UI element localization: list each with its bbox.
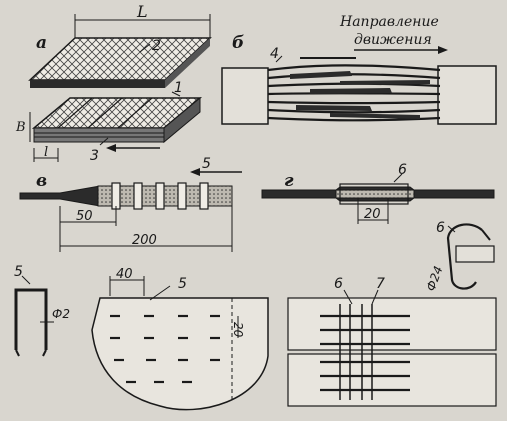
panel-a: L B l 2 1 3 а [15,2,212,164]
direction-line2: движения [354,32,432,48]
direction-line1: Направление [339,14,439,30]
hook-joint-plan: 6 7 [287,276,497,407]
panel-g: г 20 6 [261,162,495,224]
dim-20-g: 20 [364,207,381,222]
upper-plate-edge [30,80,165,88]
dim-phi2: Ф2 [52,307,70,321]
dim-phi24: Ф24 [424,264,446,293]
dim-B: B [15,120,26,135]
panel-label-g: г [284,171,294,191]
panel-label-a: а [36,33,47,53]
callout-6-g: 6 [398,162,407,178]
stapled-end-plan: 40 5 20 [91,267,269,411]
callout-6-hook: 6 [436,220,445,236]
panel-b: б Направление движения 4 [221,14,497,125]
staple-detail: 5 Ф2 [14,264,70,357]
dim-20-plan: 20 [231,322,245,338]
dim-50: 50 [76,209,93,224]
callout-5-staple: 5 [14,264,23,280]
dim-200: 200 [132,233,157,248]
dim-l: l [44,145,48,160]
callout-5-top: 5 [202,156,211,172]
panel-label-v: в [36,171,47,191]
callout-1: 1 [174,80,183,96]
callout-2: 2 [152,38,161,54]
callout-6-plan: 6 [334,276,343,292]
dim-40: 40 [116,267,133,282]
callout-3: 3 [90,148,99,164]
panel-label-b: б [232,33,244,53]
callout-4: 4 [270,46,279,62]
callout-5-plan: 5 [178,276,187,292]
dim-L: L [136,2,148,21]
upper-plate [28,37,212,81]
panel-v: в 5 50 200 [19,156,242,252]
callout-7: 7 [376,276,385,292]
hook-detail: 6 Ф24 [424,220,495,293]
